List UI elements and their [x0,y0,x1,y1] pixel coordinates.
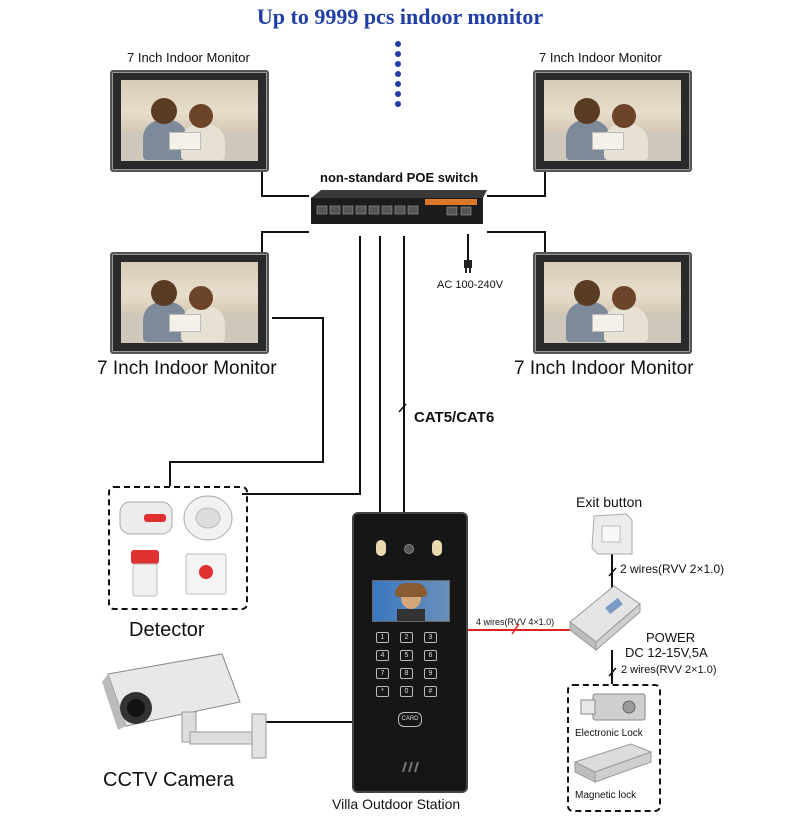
key-4[interactable]: 4 [376,650,389,661]
exit-button[interactable] [590,512,634,556]
electronic-lock-icon [580,693,646,721]
more-monitors-dots [395,41,401,107]
key-9[interactable]: 9 [424,668,437,679]
speaker-grille-icon [402,761,419,773]
key-1[interactable]: 1 [376,632,389,643]
poe-switch [311,190,487,224]
page-title: Up to 9999 pcs indoor monitor [256,4,544,29]
indoor-monitor-top-right [533,70,692,172]
power-spec: DC 12-15V,5A [625,645,708,660]
indoor-monitor-mid-left [110,252,269,354]
cctv-camera-icon [102,653,267,759]
key-0[interactable]: 0 [400,686,413,697]
exit-wires-label: 2 wires(RVV 2×1.0) [620,562,725,576]
monitor-label-top-left: 7 Inch Indoor Monitor [127,50,250,65]
station-keypad: 1 2 3 4 5 6 7 8 9 * 0 # [354,514,466,791]
lock-wires-label: 2 wires(RVV 2×1.0) [621,664,717,676]
key-5[interactable]: 5 [400,650,413,661]
emergency-button-icon [185,553,227,595]
switch-power-label: AC 100-240V [437,279,504,291]
camera-label: CCTV Camera [103,769,235,791]
key-2[interactable]: 2 [400,632,413,643]
monitor-label-mid-right: 7 Inch Indoor Monitor [514,358,694,379]
pir-sensor-icon [119,501,173,535]
monitor-label-top-right: 7 Inch Indoor Monitor [539,50,662,65]
power-title: POWER [646,630,696,645]
card-reader[interactable]: CARD [398,712,422,727]
indoor-monitor-mid-right [533,252,692,354]
switch-label: non-standard POE switch [320,170,479,185]
detector-group [108,486,248,610]
key-3[interactable]: 3 [424,632,437,643]
four-wires-label: 4 wires(RVV 4×1.0) [476,617,555,627]
key-6[interactable]: 6 [424,650,437,661]
detector-label: Detector [129,619,205,641]
lock-group: Electronic Lock Magnetic lock [567,684,661,812]
villa-outdoor-station: 1 2 3 4 5 6 7 8 9 * 0 # CARD [354,514,466,791]
station-light-right [432,540,442,556]
camera-lens-icon [404,544,414,554]
smoke-detector-icon [183,495,233,541]
monitor-label-mid-left: 7 Inch Indoor Monitor [97,358,277,379]
station-display [372,580,450,622]
indoor-monitor-top-left [110,70,269,172]
exit-button-label: Exit button [576,494,643,510]
station-label: Villa Outdoor Station [332,796,461,812]
electronic-lock-label: Electronic Lock [575,728,643,739]
key-8[interactable]: 8 [400,668,413,679]
power-supply-icon [569,585,641,652]
station-light-left [376,540,386,556]
power-plug-icon [464,260,472,273]
magnetic-lock-label: Magnetic lock [575,790,637,801]
key-7[interactable]: 7 [376,668,389,679]
cable-label: CAT5/CAT6 [414,409,495,426]
siren-icon [131,550,159,597]
key-star[interactable]: * [376,686,389,697]
magnetic-lock-icon [573,743,653,783]
key-hash[interactable]: # [424,686,437,697]
